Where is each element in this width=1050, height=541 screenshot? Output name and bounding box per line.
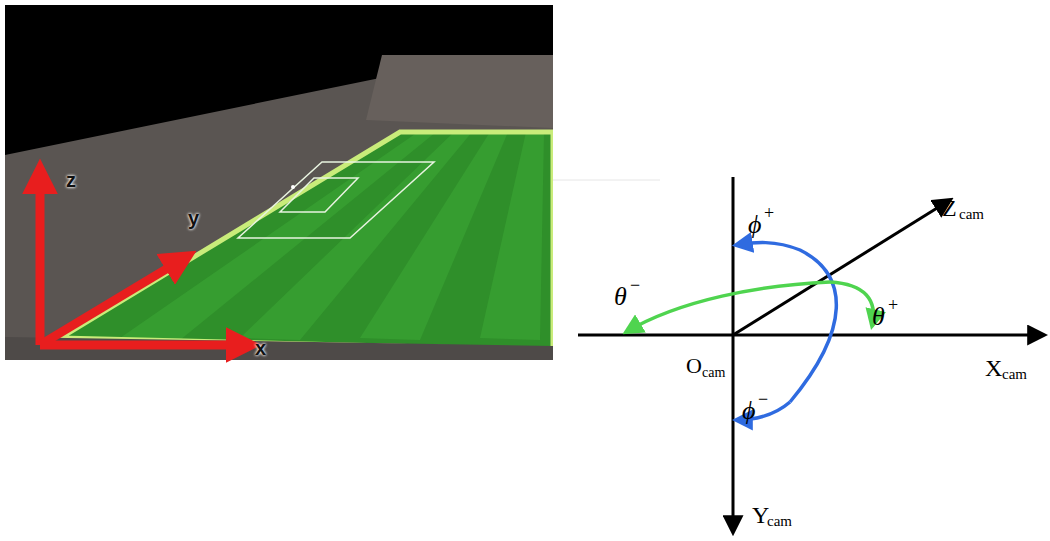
world-axis-label: y	[188, 208, 199, 228]
camera-axis-label: +	[764, 204, 774, 222]
world-axis-label: x	[255, 338, 266, 358]
camera-axis-label: +	[888, 296, 898, 314]
theta-arc	[626, 282, 830, 332]
camera-axis-label: O	[686, 355, 702, 377]
camera-axis-label: cam	[1002, 367, 1027, 382]
camera-axes	[578, 177, 1044, 532]
camera-axis-label: cam	[767, 514, 792, 529]
theta-arc	[830, 282, 873, 326]
camera-axis-label: Y	[752, 503, 769, 527]
phi-arc	[736, 243, 836, 402]
camera-axis-label: θ	[872, 304, 885, 330]
camera-axis-label: −	[758, 390, 768, 408]
world-axis-label: z	[66, 170, 76, 190]
camera-axis-label: −	[630, 276, 640, 294]
world-axes	[40, 180, 240, 345]
camera-axis-label: X	[985, 356, 1002, 380]
stadium-render	[5, 5, 553, 360]
camera-axis-label: Z	[942, 196, 957, 220]
camera-axis-label: cam	[959, 207, 984, 222]
camera-axis-label: θ	[614, 284, 627, 310]
camera-axis-label: ϕ	[742, 398, 755, 424]
camera-axis-label: cam	[702, 366, 725, 380]
camera-axis-label: ϕ	[748, 212, 761, 238]
